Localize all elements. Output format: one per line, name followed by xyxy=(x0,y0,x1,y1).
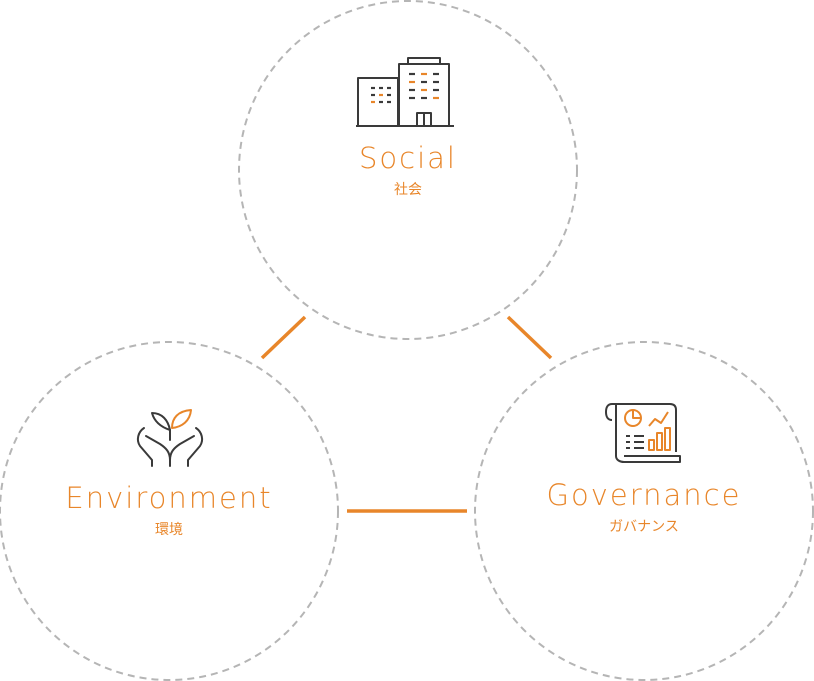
governance-title: Governance xyxy=(546,478,742,512)
governance-subtitle: ガバナンス xyxy=(609,519,679,535)
social-title: Social xyxy=(359,141,457,175)
environment-subtitle: 環境 xyxy=(155,522,183,538)
social-subtitle: 社会 xyxy=(394,182,422,198)
connector-social-governance xyxy=(506,315,553,360)
social-circle xyxy=(238,0,578,340)
governance-label: Governance ガバナンス xyxy=(494,478,794,536)
connector-social-environment xyxy=(260,315,307,360)
buildings-icon xyxy=(356,57,454,127)
social-label: Social 社会 xyxy=(308,141,508,199)
sprout-in-hands-icon xyxy=(136,409,204,467)
environment-circle xyxy=(0,341,339,681)
environment-label: Environment 環境 xyxy=(19,481,319,539)
environment-title: Environment xyxy=(65,481,273,515)
governance-circle xyxy=(474,341,814,681)
report-document-icon xyxy=(605,403,681,463)
